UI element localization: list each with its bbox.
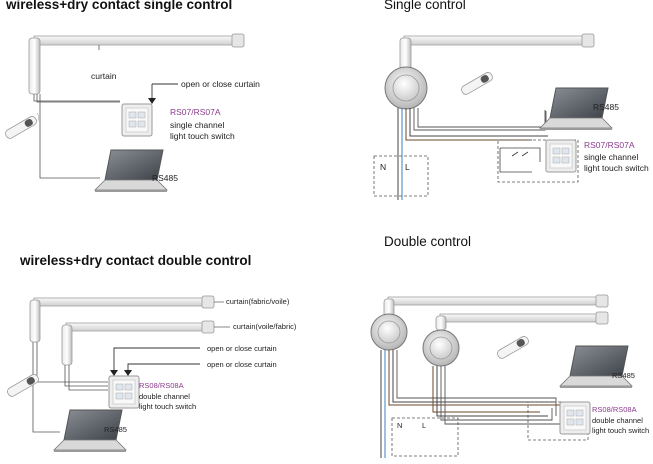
- remote-icon: [3, 114, 39, 141]
- junction-hub-1: [370, 313, 408, 351]
- panel-title-tl: wireless+dry contact single control: [6, 0, 233, 12]
- switch-box: [497, 139, 579, 183]
- rs485-label: RS485: [593, 102, 619, 112]
- switch-model-label: RS08/RS08A: [139, 381, 184, 390]
- live-label: L: [405, 162, 410, 172]
- switch-desc-line2: light touch switch: [592, 426, 650, 435]
- rs485-label: RS485: [104, 425, 127, 434]
- junction-hub: [384, 66, 428, 110]
- switch-model-label: RS08/RS08A: [592, 405, 637, 414]
- switch-desc-line1: single channel: [170, 120, 225, 130]
- open-close-label-2: open or close curtain: [207, 360, 277, 369]
- remote-icon: [459, 70, 495, 97]
- panel-br-graphics: [370, 294, 633, 458]
- switch-model-label: RS07/RS07A: [170, 107, 221, 117]
- panel-tr-graphics: [373, 33, 613, 200]
- power-box: [391, 417, 459, 457]
- junction-hub-2: [422, 329, 460, 367]
- remote-icon: [495, 334, 531, 361]
- switch-desc-line2: light touch switch: [139, 402, 197, 411]
- panel-title-bl: wireless+dry contact double control: [20, 253, 252, 268]
- panel-tl-graphics: [3, 33, 245, 193]
- switch-box: [527, 401, 589, 441]
- curtain-motor: [28, 37, 41, 95]
- light-touch-switch: [559, 401, 591, 435]
- switch-desc-line1: double channel: [139, 392, 190, 401]
- curtain-rail: [403, 35, 591, 46]
- panel-title-tr: Single control: [384, 0, 466, 12]
- open-close-label-1: open or close curtain: [207, 344, 277, 353]
- curtain-motor-2: [435, 315, 447, 331]
- curtain-1-label: curtain(fabric/voile): [226, 297, 290, 306]
- light-touch-switch: [121, 103, 153, 137]
- curtain-rail-2: [65, 322, 213, 332]
- curtain-2-label: curtain(voile/fabric): [233, 322, 297, 331]
- panel-title-br: Double control: [384, 234, 472, 249]
- laptop-icon: [94, 149, 168, 193]
- open-close-label: open or close curtain: [181, 79, 260, 89]
- curtain-rail-1: [33, 297, 213, 307]
- switch-model-label: RS07/RS07A: [584, 140, 635, 150]
- neutral-label: N: [380, 162, 387, 172]
- switch-desc-line2: light touch switch: [584, 163, 649, 173]
- power-box: [373, 155, 429, 197]
- switch-desc-line1: single channel: [584, 152, 639, 162]
- live-label: L: [422, 421, 427, 430]
- switch-desc-line2: light touch switch: [170, 131, 235, 141]
- rs485-label: RS485: [152, 173, 178, 183]
- curtain-label: curtain: [91, 71, 117, 81]
- rs485-label: RS485: [612, 371, 635, 380]
- curtain-motor-1: [29, 299, 41, 343]
- remote-icon: [5, 372, 41, 399]
- neutral-label: N: [397, 421, 403, 430]
- curtain-rail-2: [439, 313, 603, 323]
- laptop-icon: [559, 345, 633, 389]
- light-touch-switch: [108, 375, 140, 409]
- curtain-rail: [33, 35, 243, 46]
- light-touch-switch: [545, 139, 577, 173]
- curtain-rail-1: [387, 296, 603, 306]
- switch-desc-line1: double channel: [592, 416, 643, 425]
- panel-bl-graphics: [5, 295, 230, 453]
- curtain-motor-2: [61, 324, 73, 366]
